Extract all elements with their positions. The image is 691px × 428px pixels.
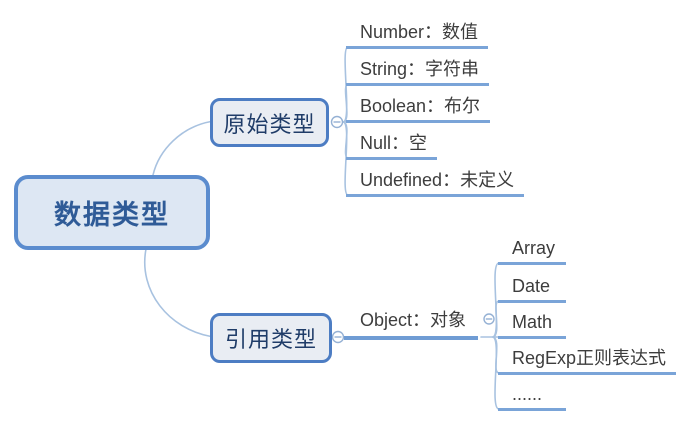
connector-ellipsis — [492, 336, 500, 410]
branch-topic-primitive-types[interactable]: 原始类型 — [210, 98, 329, 147]
connector-date — [492, 300, 500, 338]
topic-number[interactable]: Number：数值 — [346, 20, 489, 49]
topic-object[interactable]: Object：对象 — [344, 307, 479, 340]
topic-string[interactable]: String：字符串 — [346, 57, 490, 86]
topic-array[interactable]: Array — [498, 236, 566, 265]
topic-ellipsis[interactable]: ...... — [498, 382, 566, 411]
topic-undefined[interactable]: Undefined：未定义 — [346, 168, 525, 197]
collapse-toggle-object[interactable] — [483, 313, 495, 325]
topic-math[interactable]: Math — [498, 310, 566, 339]
collapse-toggle-reference[interactable] — [331, 330, 345, 344]
connector-root-reference — [143, 248, 212, 338]
connector-root-primitive — [152, 120, 212, 176]
topic-regexp[interactable]: RegExp正则表达式 — [498, 346, 677, 375]
topic-boolean[interactable]: Boolean：布尔 — [346, 94, 491, 123]
root-topic-data-types[interactable]: 数据类型 — [14, 175, 210, 250]
collapse-toggle-primitive[interactable] — [330, 115, 344, 129]
branch-topic-reference-types[interactable]: 引用类型 — [210, 313, 332, 363]
topic-null[interactable]: Null：空 — [346, 131, 438, 160]
topic-date[interactable]: Date — [498, 274, 566, 303]
connector-undefined — [342, 121, 349, 196]
